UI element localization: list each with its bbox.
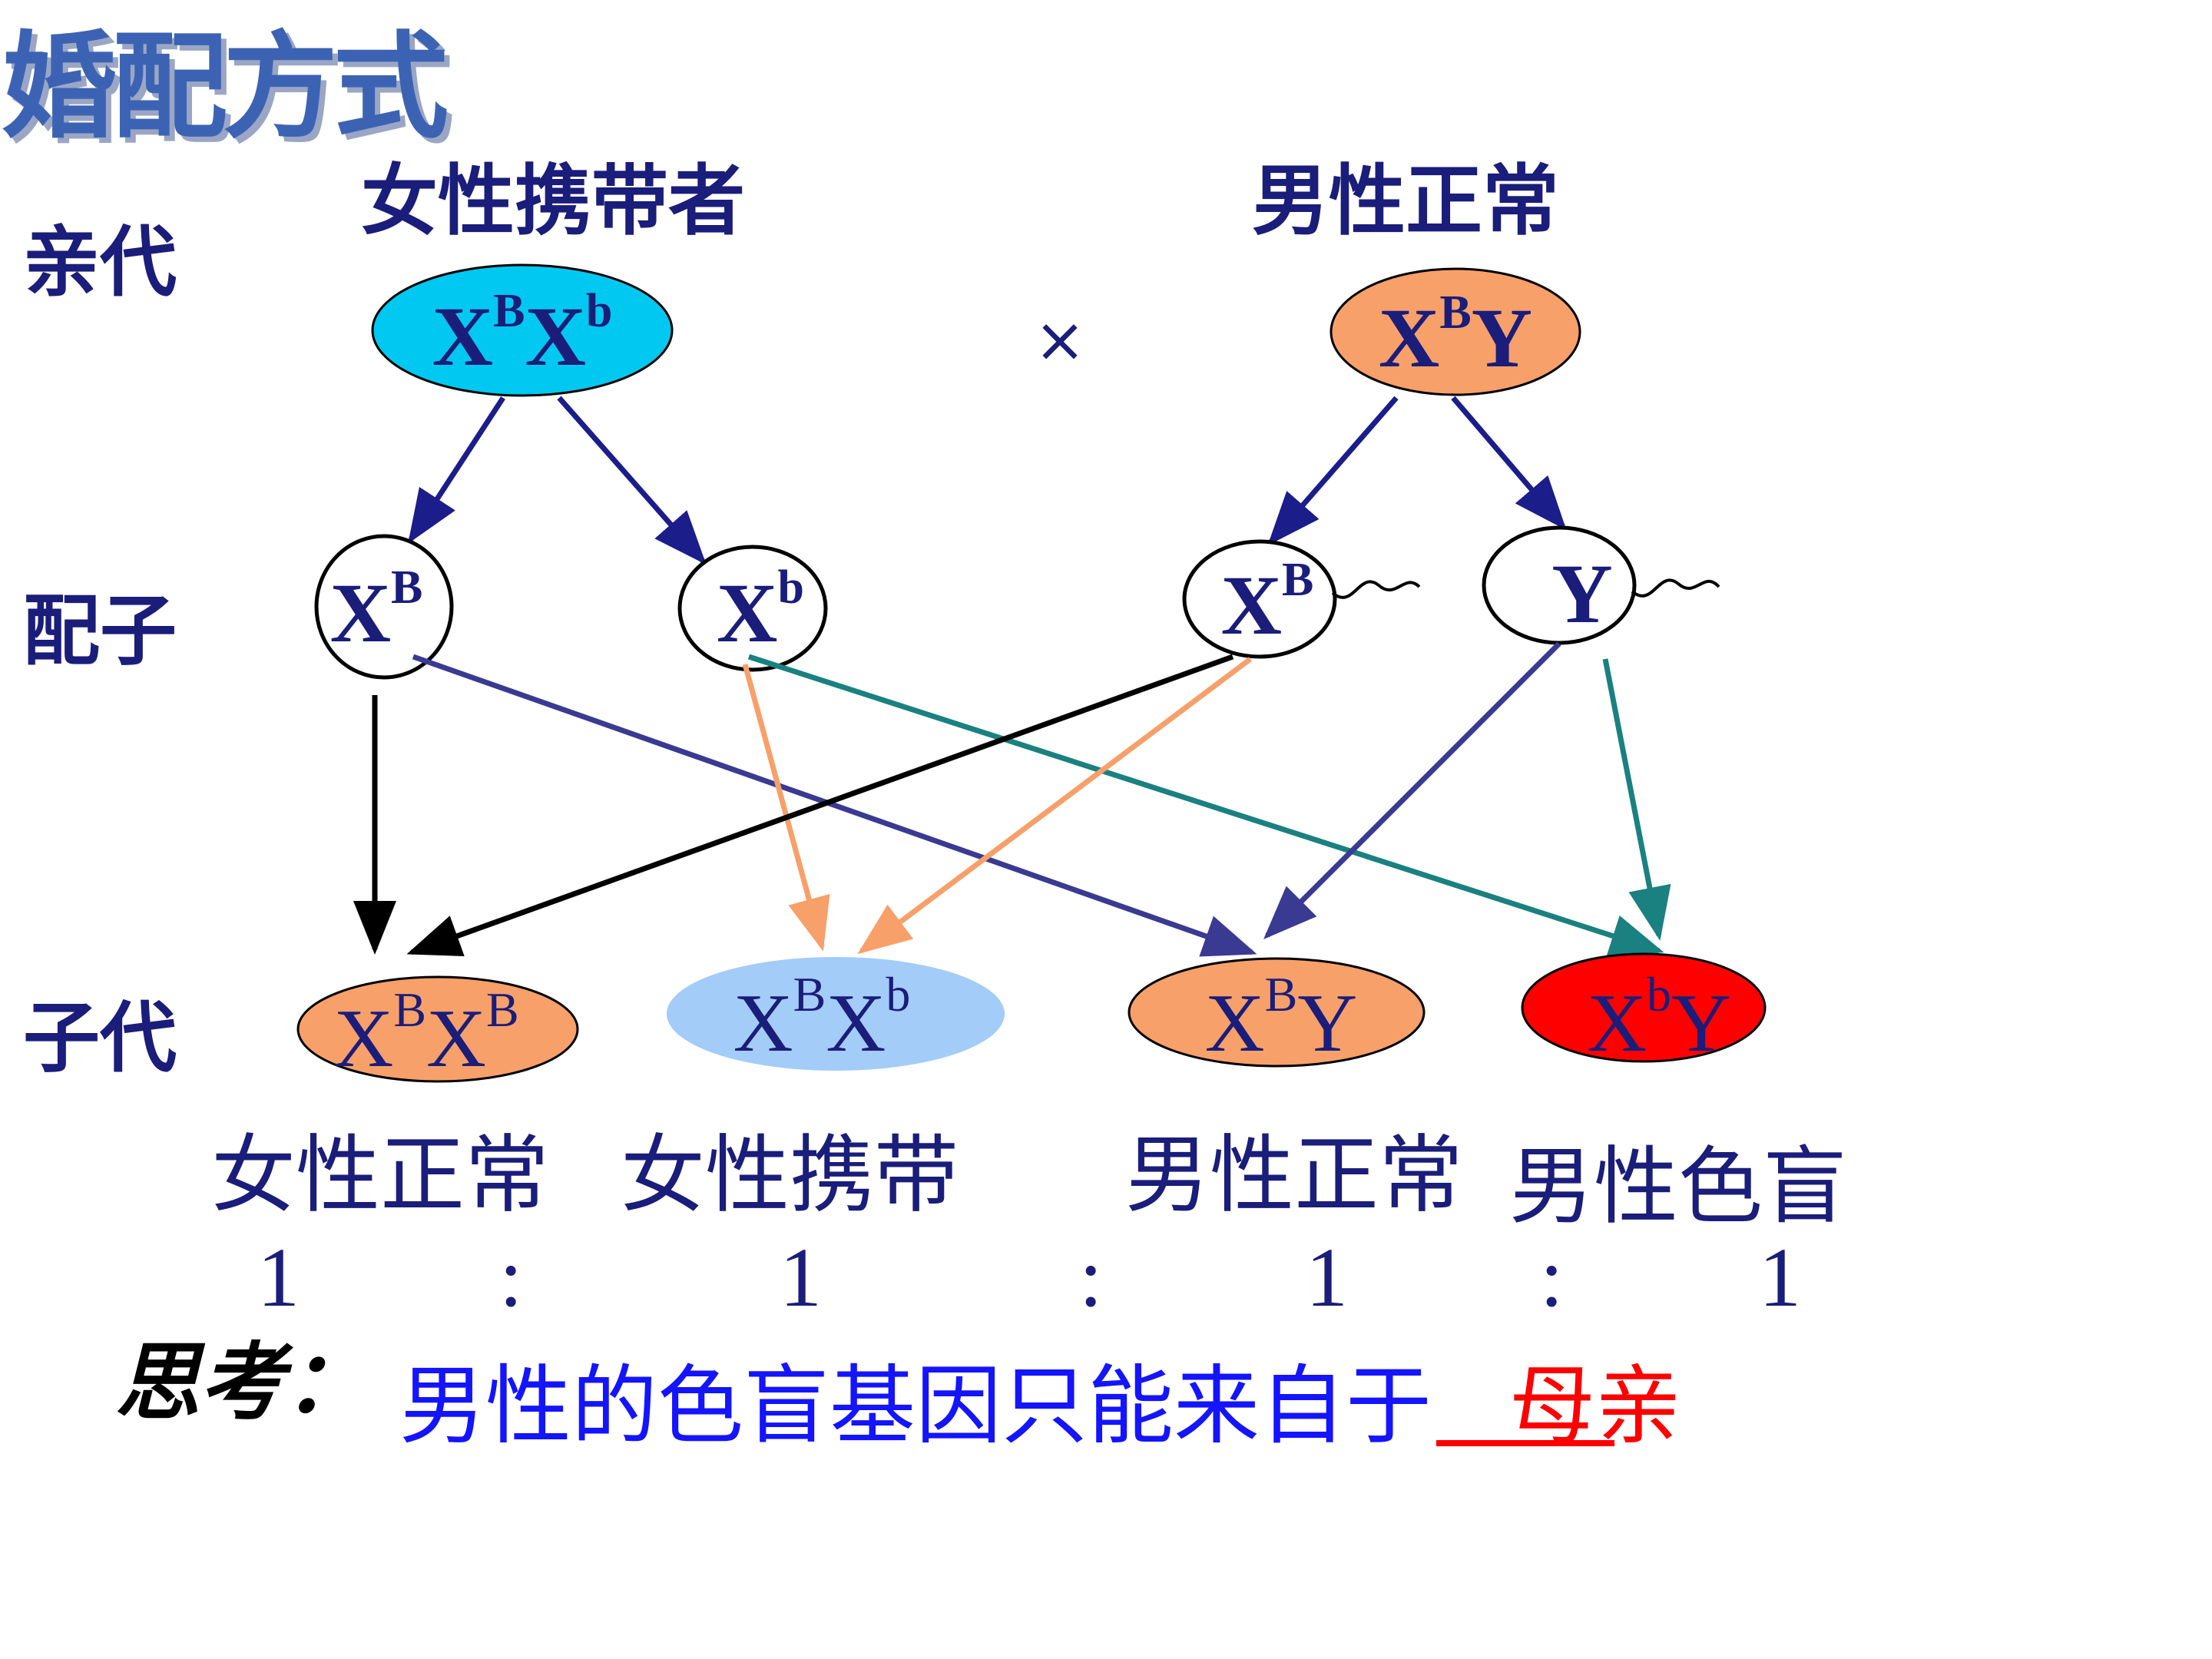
sperm-tail-4 (1631, 578, 1720, 598)
answer-blank-line (1436, 1440, 1614, 1446)
slide-title: 婚配方式 (2, 21, 449, 154)
arrow-female-to-gamete-1 (408, 396, 505, 544)
arrow-female-to-gamete-2 (557, 396, 707, 565)
gamete-3-node: XB (1182, 539, 1421, 659)
ratio-separator-3: : (1540, 1230, 1564, 1324)
ratio-value-4: 1 (1759, 1230, 1801, 1324)
offspring-2-node: XBXb (667, 957, 1005, 1071)
cross-symbol: × (1034, 304, 1085, 376)
ratio-value-2: 1 (780, 1230, 822, 1324)
offspring-2-label: 女性携带 (621, 1126, 959, 1224)
male-parent-node: XBY (1330, 267, 1581, 396)
ratio-separator-1: : (499, 1230, 523, 1324)
arrow-g3-to-o1 (406, 654, 1234, 956)
svg-text:Xb: Xb (717, 561, 804, 660)
ratio-separator-2: : (1079, 1230, 1103, 1324)
svg-text:XBY: XBY (1205, 967, 1358, 1069)
svg-text:XBY: XBY (1379, 286, 1532, 385)
arrow-male-to-gamete-3 (1267, 396, 1399, 546)
arrow-g1-to-o3 (412, 654, 1257, 957)
svg-text:XbY: XbY (1587, 967, 1731, 1069)
arrow-g4-to-o3 (1263, 641, 1561, 939)
ratio-value-3: 1 (1306, 1230, 1348, 1324)
row-label-parents: 亲代 (23, 217, 177, 307)
think-question: 男性的色盲基因只能来自于 (399, 1356, 1432, 1456)
ratio-value-1: 1 (257, 1230, 300, 1324)
svg-text:Y: Y (1551, 547, 1612, 641)
offspring-1-node: XBXB (296, 975, 579, 1084)
offspring-1-label: 女性正常 (211, 1126, 549, 1224)
offspring-4-node: XbY (1521, 952, 1767, 1069)
arrow-g2-to-o4 (747, 654, 1664, 957)
arrow-g2-to-o2 (742, 664, 830, 952)
arrow-g3-to-o2 (857, 657, 1253, 955)
gamete-2-node: Xb (677, 545, 828, 672)
gamete-4-node: Y (1482, 525, 1720, 645)
gamete-1-node: XB (314, 534, 454, 680)
svg-text:XBXb: XBXb (733, 967, 911, 1069)
female-parent-label: 女性携带者 (361, 156, 745, 246)
offspring-3-label: 男性正常 (1125, 1126, 1463, 1224)
svg-text:XB: XB (1221, 554, 1314, 652)
offspring-4-label: 男性色盲 (1509, 1137, 1847, 1236)
think-prefix: 思考： (115, 1333, 369, 1432)
row-label-offspring: 子代 (23, 993, 177, 1083)
sperm-tail-3 (1331, 580, 1421, 599)
offspring-3-node: XBY (1128, 957, 1426, 1069)
svg-text:XBXB: XBXB (333, 982, 518, 1084)
male-parent-label: 男性正常 (1252, 156, 1559, 246)
think-answer: 母亲 (1509, 1356, 1681, 1456)
female-parent-node: XBXb (371, 263, 674, 397)
arrow-male-to-gamete-4 (1451, 396, 1567, 531)
row-label-gametes: 配子 (23, 586, 177, 676)
svg-text:XBXb: XBXb (432, 285, 613, 383)
svg-text:XB: XB (330, 561, 423, 660)
arrow-g4-to-o4 (1602, 658, 1671, 941)
